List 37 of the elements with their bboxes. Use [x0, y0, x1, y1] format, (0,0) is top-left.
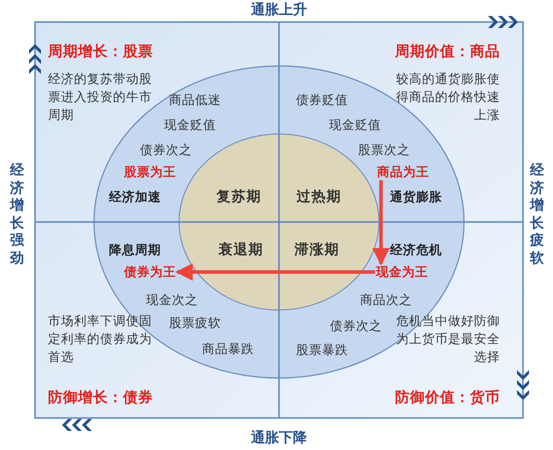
phase-description: 经济加速: [109, 190, 161, 204]
arrow: [175, 263, 375, 281]
quadrant-heading: 防御增长：债券: [48, 390, 153, 407]
asset-label: 现金贬值: [329, 118, 381, 132]
phase-label: 衰退期: [218, 241, 264, 259]
quadrant-heading: 防御价值：货币: [395, 390, 500, 407]
phase-label: 过热期: [296, 188, 342, 206]
asset-label: 现金贬值: [164, 118, 216, 132]
asset-label: 股票为王: [124, 164, 176, 180]
quadrant-description: 经济的复苏带动股票进入投资的牛市周期: [48, 70, 153, 124]
asset-label: 股票疲软: [169, 316, 221, 330]
arrow: [372, 180, 390, 266]
asset-label: 债券次之: [140, 142, 192, 158]
quadrant-heading: 周期增长：股票: [48, 44, 153, 61]
phase-description: 降息周期: [109, 242, 161, 258]
quadrant-description: 市场利率下调使固定利率的债券成为首选: [48, 312, 153, 366]
axis-label: 通胀下降: [251, 430, 307, 446]
phase-label: 滞涨期: [294, 241, 340, 259]
quadrant-heading: 周期价值：商品: [395, 44, 500, 61]
asset-label: 债券贬值: [296, 92, 348, 108]
phase-description: 经济危机: [390, 242, 442, 258]
asset-label: 商品为王: [377, 164, 429, 180]
asset-label: 债券为王: [124, 264, 176, 280]
asset-label: 现金为王: [376, 264, 428, 280]
asset-label: 商品暴跌: [202, 342, 254, 356]
asset-label: 股票暴跌: [296, 342, 348, 358]
asset-label: 商品次之: [360, 292, 412, 308]
axis-label: 经济增长疲软: [529, 162, 545, 268]
asset-label: 债券次之: [330, 318, 382, 334]
asset-label: 股票次之: [358, 142, 410, 158]
axis-label: 通胀上升: [251, 2, 307, 18]
axis-label: 经济增长强劲: [9, 162, 25, 268]
asset-label: 商品低迷: [169, 92, 221, 108]
phase-description: 通货膨胀: [390, 190, 442, 204]
asset-label: 现金次之: [146, 292, 198, 308]
quadrant-description: 较高的通货膨胀使得商品的价格快速上涨: [395, 70, 500, 124]
phase-label: 复苏期: [216, 188, 262, 206]
